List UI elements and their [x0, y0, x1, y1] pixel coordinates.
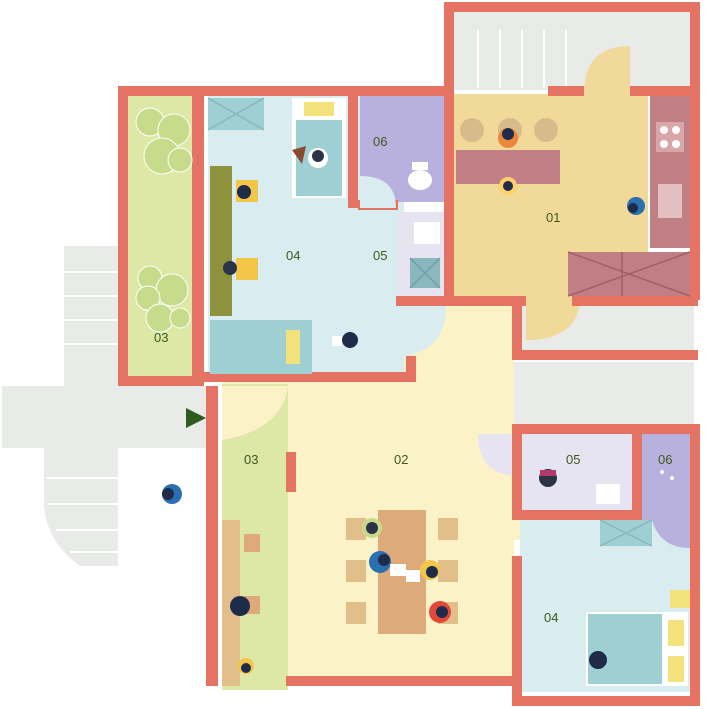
- left-curved-stair: [44, 246, 118, 566]
- person-icon: [342, 332, 358, 348]
- kitchen-top-door-arc: [584, 46, 630, 94]
- room-label-03-top: 03: [154, 330, 168, 345]
- left-walkway: [2, 386, 218, 448]
- dining-set: [346, 510, 458, 634]
- bath-bottom-floor: [642, 434, 694, 520]
- desk-top: [210, 166, 232, 316]
- kitchen-sink-icon: [658, 184, 682, 218]
- room-label-02: 02: [394, 452, 408, 467]
- room-label-04-top: 04: [286, 248, 300, 263]
- room-label-06-bottom: 06: [658, 452, 672, 467]
- terrace-top-plants: [135, 107, 193, 333]
- room-label-03-bottom: 03: [244, 452, 258, 467]
- entrance-arrow-icon: [186, 408, 206, 428]
- hob-icon: [656, 122, 684, 152]
- bedroom-door-arc: [404, 306, 446, 356]
- kitchen-door-arc: [526, 296, 580, 340]
- room-label-05-top: 05: [373, 248, 387, 263]
- circulation-people: [162, 484, 182, 504]
- outdoor-stairs: [2, 6, 694, 566]
- sink-icon: [414, 222, 440, 244]
- stool-icon: [460, 118, 484, 142]
- room-label-01: 01: [546, 210, 560, 225]
- kitchen-counter-right: [650, 96, 690, 248]
- sink-icon: [596, 484, 620, 504]
- bedroom-top-furniture: [207, 97, 358, 374]
- chair-icon: [346, 602, 366, 624]
- kitchen-furniture: [456, 96, 691, 297]
- chair-icon: [346, 560, 366, 582]
- chair-icon: [438, 560, 458, 582]
- doors: [222, 176, 690, 548]
- chair-icon: [346, 518, 366, 540]
- living-entry-arc: [222, 386, 288, 440]
- bedroom-bottom-door-arc: [652, 520, 690, 548]
- bedroom-bottom-furniture: [586, 519, 690, 686]
- right-middle-stair: [514, 362, 694, 428]
- room-label-05-bottom: 05: [566, 452, 580, 467]
- stool-icon: [534, 118, 558, 142]
- chair-icon: [438, 518, 458, 540]
- room-label-04-bottom: 04: [544, 610, 558, 625]
- person-icon: [589, 651, 607, 669]
- person-icon: [230, 596, 250, 616]
- top-stair-landing: [444, 6, 694, 90]
- terrace-bottom-furniture: [222, 520, 260, 686]
- bath-fixtures: [408, 162, 674, 504]
- room-label-06-top: 06: [373, 134, 387, 149]
- left-stair-steps: [46, 271, 118, 553]
- wc-bottom-door-arc: [478, 434, 520, 476]
- chair-icon: [236, 258, 258, 280]
- top-stair-steps: [477, 30, 567, 88]
- room-labels: 01 02 03 03 04 04 05 05 06 06: [154, 134, 672, 625]
- walls: [118, 2, 700, 706]
- bath-door-arc: [360, 176, 396, 208]
- toilet-icon: [408, 170, 432, 190]
